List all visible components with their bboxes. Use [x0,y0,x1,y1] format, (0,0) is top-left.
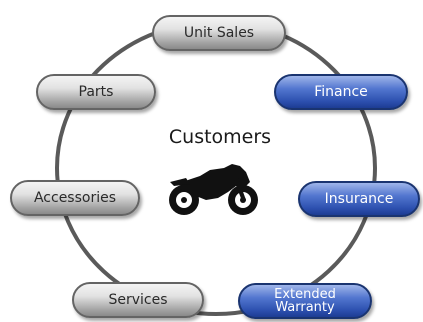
node-label-line-1: Extended [274,287,336,302]
node-label: Services [108,292,168,308]
node-label: Extended Warranty [274,288,336,314]
node-label-line-2: Warranty [275,300,335,315]
node-label: Finance [314,84,368,100]
node-label: Parts [78,84,114,100]
node-label: Unit Sales [183,25,255,41]
node-label: Insurance [324,191,394,207]
node-insurance: Insurance [298,181,420,217]
center-title: Customers [168,126,272,148]
node-accessories: Accessories [10,180,140,216]
node-finance: Finance [274,74,408,110]
motorcycle-icon [169,164,258,215]
node-label: Accessories [33,190,117,206]
node-parts: Parts [36,74,156,110]
node-services: Services [72,282,204,318]
node-extended-warranty: Extended Warranty [238,283,372,319]
node-unit-sales: Unit Sales [152,15,286,51]
